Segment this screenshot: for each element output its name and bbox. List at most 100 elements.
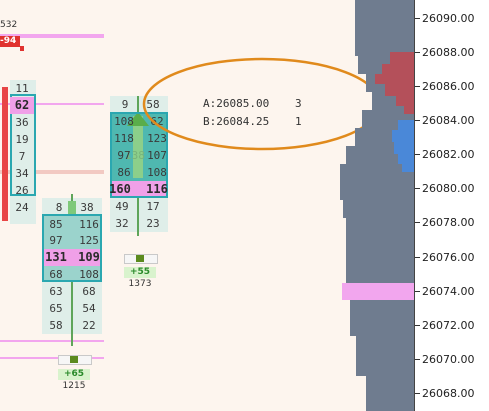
price-tick <box>415 52 420 53</box>
price-tick <box>415 154 420 155</box>
column-b-bid: 32 <box>115 217 129 230</box>
column-a-bid: 97 <box>49 234 63 247</box>
bid-price-text: B:26084.25 <box>203 115 270 128</box>
left-column-volume: 532 <box>0 20 18 30</box>
column-b-bid: 97 <box>117 149 131 162</box>
column-b-ask: 107 <box>147 149 167 162</box>
price-tick <box>415 359 420 360</box>
price-label: 26088.00 <box>422 46 475 59</box>
column-b-ask: 23 <box>146 217 160 230</box>
ask-depth-bar <box>390 52 414 64</box>
column-b-ask: 62 <box>150 115 164 128</box>
price-tick <box>415 291 420 292</box>
price-label: 26080.00 <box>422 182 475 195</box>
column-b-overlay-text: 138 <box>125 149 145 162</box>
left-cell: 34 <box>15 167 29 180</box>
price-label: 26070.00 <box>422 353 475 366</box>
price-label: 26074.00 <box>422 285 475 298</box>
volume-profile-bar <box>340 164 414 200</box>
left-cell: 62 <box>10 97 34 114</box>
price-tick <box>415 393 420 394</box>
ask-size-text: 3 <box>295 97 302 110</box>
column-a-mid <box>42 214 102 282</box>
column-a-ask: 22 <box>82 319 96 332</box>
column-a-ask: 116 <box>79 218 99 231</box>
left-cell: 36 <box>15 116 29 129</box>
price-label: 26068.00 <box>422 387 475 400</box>
ask-depth-bar <box>375 74 414 84</box>
column-a-delta-marker <box>70 356 78 363</box>
column-a-ask: 125 <box>79 234 99 247</box>
volume-profile-bar <box>346 218 414 283</box>
column-a-poc <box>42 249 102 266</box>
column-a-ask: 38 <box>80 201 94 214</box>
price-label: 26084.00 <box>422 114 475 127</box>
price-label: 26082.00 <box>422 148 475 161</box>
column-b-candle <box>133 116 143 178</box>
price-label: 26078.00 <box>422 216 475 229</box>
bid-depth-bar <box>392 130 414 142</box>
column-b-bid: 49 <box>115 200 129 213</box>
column-b-bid: 86 <box>117 166 131 179</box>
column-b-bid: 108 <box>114 115 134 128</box>
price-tick <box>415 325 420 326</box>
left-column-delta: -94 <box>0 36 20 47</box>
column-b-delta-marker <box>136 255 144 262</box>
column-a-bid: 85 <box>49 218 63 231</box>
column-a-bid: 65 <box>49 302 63 315</box>
bid-depth-bar <box>402 164 414 172</box>
column-a-ask: 68 <box>82 285 96 298</box>
price-axis-line <box>414 0 415 411</box>
price-label: 26090.00 <box>422 12 475 25</box>
column-a-bid: 8 <box>55 201 63 214</box>
bid-depth-bar <box>394 142 414 154</box>
column-a-ask: 108 <box>79 268 99 281</box>
price-tick <box>415 257 420 258</box>
column-a-bid: 58 <box>49 319 63 332</box>
column-b-bid: 160 <box>109 182 131 196</box>
volume-profile-bar <box>355 0 414 56</box>
column-b-bid: 9 <box>121 98 129 111</box>
price-level-line <box>0 357 104 359</box>
column-a-value-area <box>42 214 102 282</box>
column-b-ask: 108 <box>147 166 167 179</box>
column-b-volume: 1373 <box>128 279 152 289</box>
annotation-ellipse[interactable] <box>140 54 385 154</box>
left-column-delta-bar <box>20 46 24 51</box>
column-a-ask: 54 <box>82 302 96 315</box>
price-level-line <box>0 340 104 342</box>
column-a-bid: 63 <box>49 285 63 298</box>
column-b-value-area <box>110 112 168 198</box>
left-column-candle <box>2 87 8 221</box>
ask-depth-bar <box>385 84 414 96</box>
column-a-bid: 131 <box>45 250 67 264</box>
left-cell: 26 <box>15 184 29 197</box>
column-b-ask: 123 <box>147 132 167 145</box>
volume-profile-bar <box>350 300 414 336</box>
volume-profile-poc <box>342 283 414 300</box>
price-label: 26072.00 <box>422 319 475 332</box>
left-cell: 7 <box>18 150 26 163</box>
left-column-outline <box>10 94 36 196</box>
price-tick <box>415 222 420 223</box>
column-a-ask: 109 <box>78 250 100 264</box>
column-b-delta: +55 <box>124 267 156 278</box>
left-cell: 19 <box>15 133 29 146</box>
price-level-line <box>0 103 104 105</box>
column-a-delta: +65 <box>58 369 90 380</box>
price-tick <box>415 120 420 121</box>
left-cell: 24 <box>15 201 29 214</box>
price-axis[interactable] <box>414 0 489 411</box>
column-b-arrow-head <box>127 112 149 126</box>
price-label: 26076.00 <box>422 251 475 264</box>
ask-depth-bar <box>382 64 414 74</box>
volume-profile-bar <box>343 200 414 218</box>
ask-price-text: A:26085.00 <box>203 97 270 110</box>
column-a-volume: 1215 <box>62 381 86 391</box>
price-level-line <box>0 34 104 38</box>
left-cell: 11 <box>15 82 29 95</box>
column-a-bid: 68 <box>49 268 63 281</box>
price-label: 26086.00 <box>422 80 475 93</box>
bid-size-text: 1 <box>295 115 302 128</box>
